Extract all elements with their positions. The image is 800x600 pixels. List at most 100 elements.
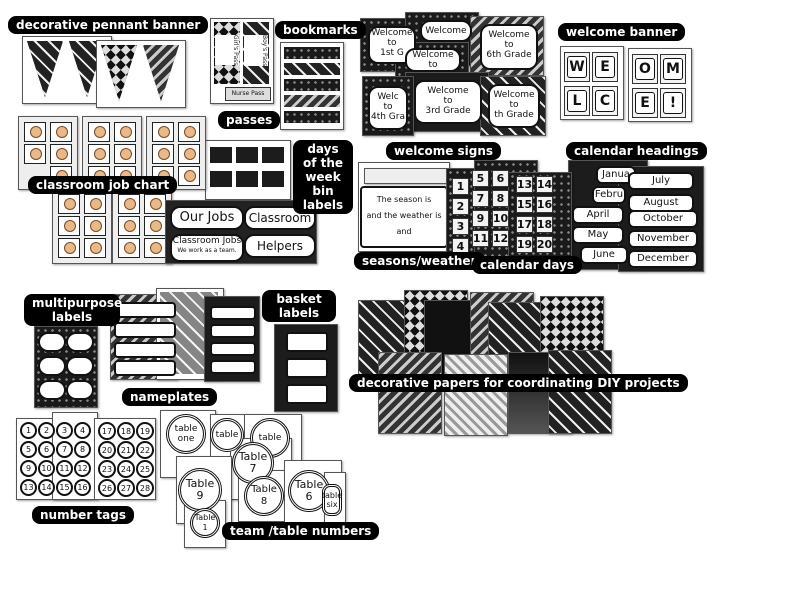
welcome-plaque-6: Welc to 4th Gra: [368, 86, 408, 130]
welcome-plaque-4: Welcome to: [405, 48, 461, 72]
label-bookmarks: bookmarks: [275, 21, 366, 39]
nameplate: [210, 342, 256, 356]
calendar-day: 8: [492, 190, 509, 207]
job-chart-face: [158, 148, 170, 160]
job-chart-card: [118, 238, 140, 258]
label-number-tags: number tags: [32, 506, 134, 524]
banner-letter-card: O: [632, 54, 658, 84]
welcome-text: 1st G: [380, 48, 404, 58]
job-chart-face: [184, 126, 196, 138]
job-chart-card: [84, 216, 106, 236]
multipurpose-label: [66, 380, 94, 400]
bin-label: [262, 171, 284, 187]
label-calendar-days: calendar days: [472, 256, 583, 274]
job-chart-card: [178, 122, 200, 142]
calendar-day: 11: [472, 230, 489, 247]
pennant-flag: [143, 45, 179, 101]
welcome-text: to: [387, 38, 397, 48]
bin-label: [262, 147, 284, 163]
passes-sheet: Girl's Pass Boy's Pass Nurse Pass: [210, 18, 274, 104]
calendar-day: 7: [472, 190, 489, 207]
job-chart-face: [184, 148, 196, 160]
number-tag: 27: [117, 479, 135, 497]
number-tag: 22: [136, 441, 154, 459]
number-tag: 10: [38, 460, 55, 477]
job-chart-face: [90, 198, 102, 210]
number-tag: 7: [56, 441, 73, 458]
calendar-day: 20: [536, 236, 553, 253]
banner-letter-card: C: [592, 86, 618, 116]
nameplate: [114, 302, 176, 318]
calendar-day: 10: [492, 210, 509, 227]
number-tag: 11: [56, 460, 73, 477]
welcome-text: 4th Gra: [370, 112, 405, 122]
bookmarks-sheet: [280, 42, 344, 130]
basket-label: [286, 384, 328, 404]
banner-letter: W: [567, 56, 587, 78]
classroom-sign: Classroom: [244, 206, 316, 230]
job-chart-card: [144, 238, 166, 258]
job-chart-card: [152, 122, 174, 142]
paper-10: [548, 350, 612, 434]
welcome-text: Welcome: [493, 90, 535, 100]
month-heading: May: [572, 226, 624, 244]
job-chart-card: [84, 194, 106, 214]
job-chart-face: [56, 126, 68, 138]
table-number-circle: Table 9: [178, 468, 222, 512]
label-nameplates: nameplates: [122, 388, 218, 406]
banner-letter: !: [663, 92, 683, 114]
label-team-table-numbers: team /table numbers: [222, 522, 380, 540]
bookmark: [284, 111, 340, 123]
job-chart-card: [88, 122, 110, 142]
calendar-day: 9: [472, 210, 489, 227]
welcome-plaque-2: Welcome: [420, 20, 472, 42]
bookmark: [284, 79, 340, 91]
number-tag: 23: [98, 460, 116, 478]
label-passes: passes: [218, 111, 281, 129]
welcome-text: Welcome: [488, 30, 530, 40]
number-tag: 20: [98, 441, 116, 459]
job-chart-face: [120, 148, 132, 160]
job-chart-face: [64, 198, 76, 210]
job-chart-card: [50, 144, 72, 164]
pass-girls-text: Girl's Pass: [215, 35, 239, 66]
nameplate: [210, 360, 256, 374]
label-multipurpose: multipurpose labels: [24, 294, 122, 326]
welcome-text: to: [428, 60, 438, 70]
welcome-text: to: [383, 102, 393, 112]
table-number-circle: table one: [166, 414, 206, 454]
job-chart-face: [158, 126, 170, 138]
pennant-flag: [101, 45, 137, 101]
welcome-text: Welcome: [412, 50, 454, 60]
number-tag: 2: [38, 422, 55, 439]
banner-letter-card: E: [632, 88, 658, 118]
calendar-day: 2: [452, 198, 469, 215]
job-chart-card: [84, 238, 106, 258]
job-chart-face: [150, 242, 162, 254]
bin-label: [236, 171, 258, 187]
welcome-text: Welcome: [427, 86, 469, 96]
job-chart-card: [58, 238, 80, 258]
welcome-text: Welcome: [371, 28, 413, 38]
number-tag: 6: [38, 441, 55, 458]
calendar-day: 1: [452, 178, 469, 195]
label-job-chart: classroom job chart: [28, 176, 178, 194]
nameplate: [210, 324, 256, 338]
number-tag: 3: [56, 422, 73, 439]
number-tag: 26: [98, 479, 116, 497]
number-tag: 18: [117, 422, 135, 440]
banner-letter: L: [567, 90, 587, 112]
number-tag: 14: [38, 479, 55, 496]
job-chart-card: [24, 122, 46, 142]
pass-boys-text: Boy's Pass: [244, 35, 268, 67]
job-chart-card: [144, 216, 166, 236]
pass-nurse: Nurse Pass: [225, 87, 271, 101]
welcome-plaque-3: Welcome to 6th Grade: [480, 24, 538, 70]
bin-label: [210, 147, 232, 163]
job-chart-card: [24, 144, 46, 164]
paper-7: [378, 352, 442, 434]
month-heading: August: [628, 194, 694, 212]
job-chart-card: [58, 194, 80, 214]
table-number-circle: Table 1: [190, 508, 220, 538]
job-chart-card: [118, 216, 140, 236]
